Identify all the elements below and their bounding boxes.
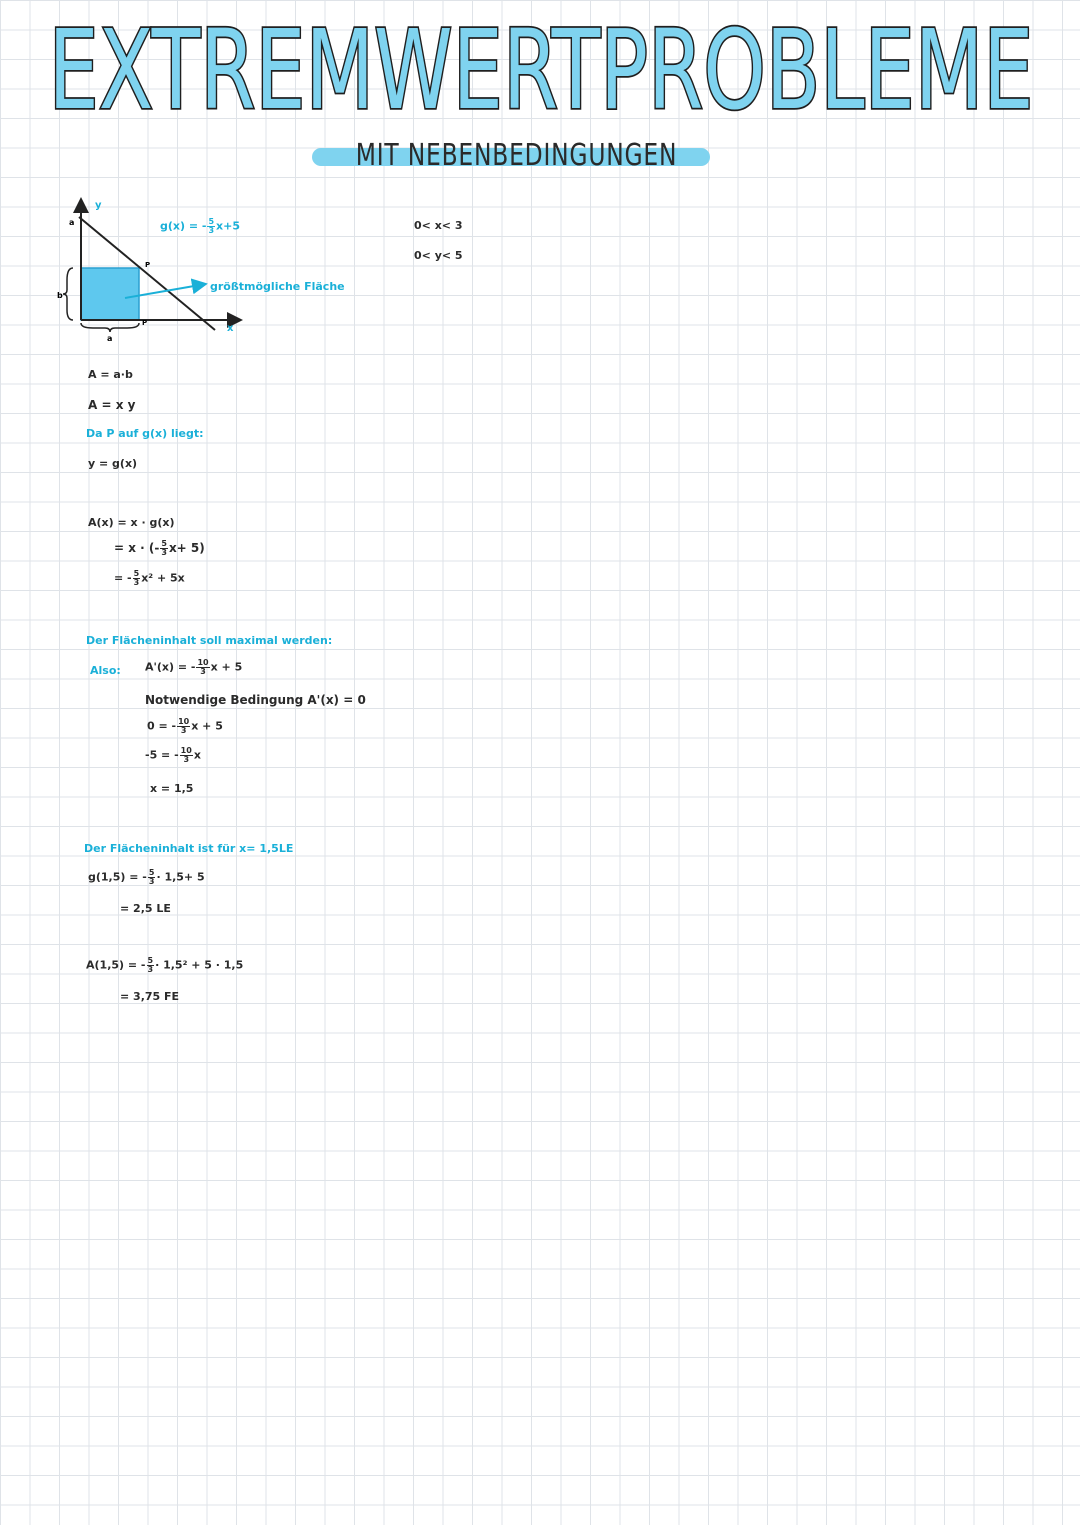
solution-x: x = 1,5 [150, 782, 194, 795]
also-label: Also: [90, 664, 121, 677]
formula-y: y = g(x) [88, 457, 138, 470]
subtitle-highlight: MIT NEBENBEDINGUNGEN [312, 138, 710, 173]
note-area-result: Der Flächeninhalt ist für x= 1,5LE [84, 842, 294, 855]
triangle-graph: y x a b a P P größtmögliche Fläche [57, 197, 345, 343]
point-label-top: P [145, 261, 150, 269]
note-maximize: Der Flächeninhalt soll maximal werden: [86, 634, 333, 647]
area-arrow [124, 278, 208, 299]
x-axis-label: x [227, 323, 234, 334]
constraint-x: 0< x< 3 [414, 219, 463, 232]
highlight-bar [312, 148, 710, 166]
result-g15: = 2,5 LE [120, 902, 171, 915]
formula-Ax: A(x) = x · g(x) [88, 516, 175, 529]
arrow-label: größtmögliche Fläche [210, 280, 345, 293]
formula-area: A = a·b [88, 368, 133, 381]
y-axis-label: y [95, 200, 102, 211]
constraint-y: 0< y< 5 [414, 249, 463, 262]
result-A15: = 3,75 FE [120, 990, 180, 1003]
point-label-bottom: P [142, 319, 147, 327]
function-line [78, 216, 216, 331]
side-a-label: a [107, 334, 112, 343]
svg-text:EXTREMWERTPROBLEME: EXTREMWERTPROBLEME [49, 10, 1034, 125]
subtitle: MIT NEBENBEDINGUNGEN [355, 138, 678, 173]
brace-a [80, 322, 140, 333]
page-title: EXTREMWERTPROBLEME [47, 10, 1036, 125]
y-intercept-label: a [69, 218, 74, 227]
side-b-label: b [57, 291, 63, 300]
note-point-on-g: Da P auf g(x) liegt: [86, 427, 204, 440]
formula-area-xy: A = x y [88, 398, 136, 412]
brace-b [62, 267, 74, 321]
necessary-condition: Notwendige Bedingung A'(x) = 0 [145, 693, 366, 707]
area-rectangle [80, 267, 140, 321]
